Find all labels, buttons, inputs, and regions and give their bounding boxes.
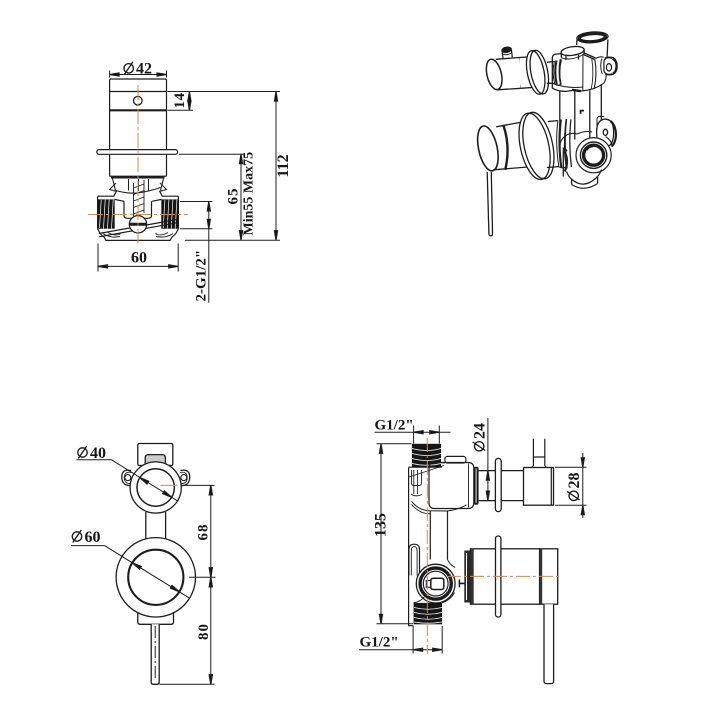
svg-text:65: 65	[226, 188, 242, 205]
svg-text:14: 14	[172, 93, 188, 109]
svg-text:28: 28	[566, 473, 583, 489]
svg-text:135: 135	[373, 513, 390, 537]
svg-text:40: 40	[90, 445, 106, 462]
svg-text:112: 112	[275, 154, 292, 177]
svg-text:G1/2": G1/2"	[360, 635, 399, 651]
svg-text:60: 60	[85, 529, 101, 546]
svg-text:24: 24	[472, 423, 489, 439]
svg-text:2-G1/2": 2-G1/2"	[194, 250, 210, 302]
svg-text:68: 68	[196, 524, 212, 541]
svg-text:42: 42	[136, 61, 152, 78]
svg-text:60: 60	[131, 250, 147, 267]
svg-text:80: 80	[196, 623, 212, 640]
svg-text:G1/2": G1/2"	[375, 418, 414, 434]
svg-text:Min55 Max75: Min55 Max75	[242, 152, 257, 236]
